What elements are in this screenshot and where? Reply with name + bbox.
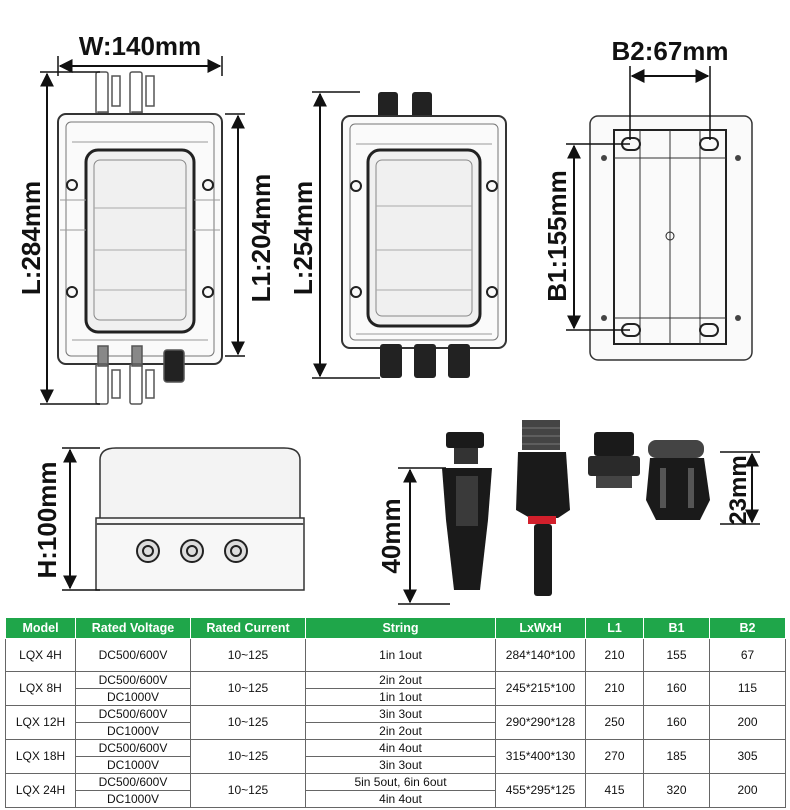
cell-current: 10~125 (190, 671, 306, 706)
back-view (589, 115, 753, 361)
l1-dimension: L1:204mm (225, 113, 276, 357)
cell-b1: 160 (643, 671, 710, 706)
cell-string: 3in 3out (305, 756, 496, 774)
gland-size-label: 23mm (725, 455, 752, 524)
table-row: LQX 24H DC500/600V 10~125 5in 5out, 6in … (5, 773, 786, 808)
cell-current: 10~125 (190, 638, 306, 672)
cell-string: 4in 4out (305, 739, 496, 757)
cell-string: 1in 1out (305, 688, 496, 706)
cell-b1: 160 (643, 705, 710, 740)
cell-string: 5in 5out, 6in 6out (305, 773, 496, 791)
l-254-dimension: L:254mm (288, 91, 380, 379)
cell-string: 4in 4out (305, 790, 496, 808)
side-glands (136, 539, 248, 563)
bottom-connectors (95, 345, 185, 405)
table-row: LQX 12H DC500/600V 10~125 3in 3out 290*2… (5, 705, 786, 740)
cell-voltage: DC500/600V (75, 773, 191, 791)
cell-b2: 115 (709, 671, 786, 706)
cell-model: LQX 4H (5, 638, 76, 672)
front-view-glands (341, 92, 507, 378)
cell-model: LQX 24H (5, 773, 76, 808)
cell-current: 10~125 (190, 773, 306, 808)
side-view (95, 447, 305, 591)
cell-voltage: DC500/600V (75, 705, 191, 723)
length-dimension: L:284mm (16, 71, 100, 405)
cell-l1: 250 (585, 705, 644, 740)
cell-string: 1in 1out (305, 638, 496, 672)
cell-string: 2in 2out (305, 722, 496, 740)
gland-23mm-dimension: 23mm (720, 451, 760, 525)
cell-model: LQX 8H (5, 671, 76, 706)
table-row: LQX 8H DC500/600V 10~125 2in 2out 245*21… (5, 671, 786, 706)
b2-dimension: B2:67mm (611, 36, 729, 140)
cell-b1: 155 (643, 638, 710, 672)
cell-b2: 200 (709, 705, 786, 740)
header-b2: B2 (709, 617, 786, 639)
cell-voltage: DC1000V (75, 722, 191, 740)
l-254-label: L:254mm (288, 181, 318, 295)
table-row: LQX 4H DC500/600V 10~125 1in 1out 284*14… (5, 638, 786, 672)
table-subrow: DC1000V 4in 4out (6, 790, 786, 808)
table-row: LQX 18H DC500/600V 10~125 4in 4out 315*4… (5, 739, 786, 774)
cell-model: LQX 12H (5, 705, 76, 740)
mc4-connector-parts (442, 420, 570, 596)
cell-voltage: DC1000V (75, 688, 191, 706)
cell-current: 10~125 (190, 705, 306, 740)
length-label: L:284mm (16, 181, 46, 295)
header-b1: B1 (643, 617, 710, 639)
header-model: Model (5, 617, 76, 639)
header-l1: L1 (585, 617, 644, 639)
cell-b1: 320 (643, 773, 710, 808)
specification-table: Model Rated Voltage Rated Current String… (5, 617, 786, 808)
height-dimension: H:100mm (32, 447, 100, 591)
connector-length-label: 40mm (376, 498, 406, 573)
cell-l1: 210 (585, 671, 644, 706)
cell-b2: 67 (709, 638, 786, 672)
cell-current: 10~125 (190, 739, 306, 774)
height-label: H:100mm (32, 461, 62, 578)
front-view-mc4 (57, 71, 223, 405)
table-subrow: DC1000V 3in 3out (6, 756, 786, 774)
connector-40mm-dimension: 40mm (376, 467, 450, 605)
cell-size: 455*295*125 (495, 773, 586, 808)
cell-string: 2in 2out (305, 671, 496, 689)
technical-drawings: W:140mm L:284mm L1:204mm (16, 31, 760, 605)
width-dimension: W:140mm (57, 31, 223, 76)
cell-voltage: DC1000V (75, 790, 191, 808)
cell-b2: 305 (709, 739, 786, 774)
header-string: String (305, 617, 496, 639)
cell-voltage: DC500/600V (75, 671, 191, 689)
cell-voltage: DC500/600V (75, 739, 191, 757)
header-rated-current: Rated Current (190, 617, 306, 639)
cell-voltage: DC500/600V (75, 638, 191, 672)
header-size: LxWxH (495, 617, 586, 639)
b1-label: B1:155mm (542, 170, 572, 302)
cell-model: LQX 18H (5, 739, 76, 774)
cell-size: 290*290*128 (495, 705, 586, 740)
cell-voltage: DC1000V (75, 756, 191, 774)
cell-b1: 185 (643, 739, 710, 774)
cable-gland-parts (588, 432, 710, 520)
header-rated-voltage: Rated Voltage (75, 617, 191, 639)
cell-string: 3in 3out (305, 705, 496, 723)
cell-l1: 210 (585, 638, 644, 672)
l1-label: L1:204mm (246, 174, 276, 303)
width-label: W:140mm (79, 31, 201, 61)
cell-l1: 415 (585, 773, 644, 808)
cell-l1: 270 (585, 739, 644, 774)
cell-b2: 200 (709, 773, 786, 808)
cell-size: 245*215*100 (495, 671, 586, 706)
cell-size: 284*140*100 (495, 638, 586, 672)
cell-size: 315*400*130 (495, 739, 586, 774)
table-header-row: Model Rated Voltage Rated Current String… (5, 617, 786, 639)
b2-label: B2:67mm (611, 36, 728, 66)
b1-dimension: B1:155mm (542, 143, 630, 331)
